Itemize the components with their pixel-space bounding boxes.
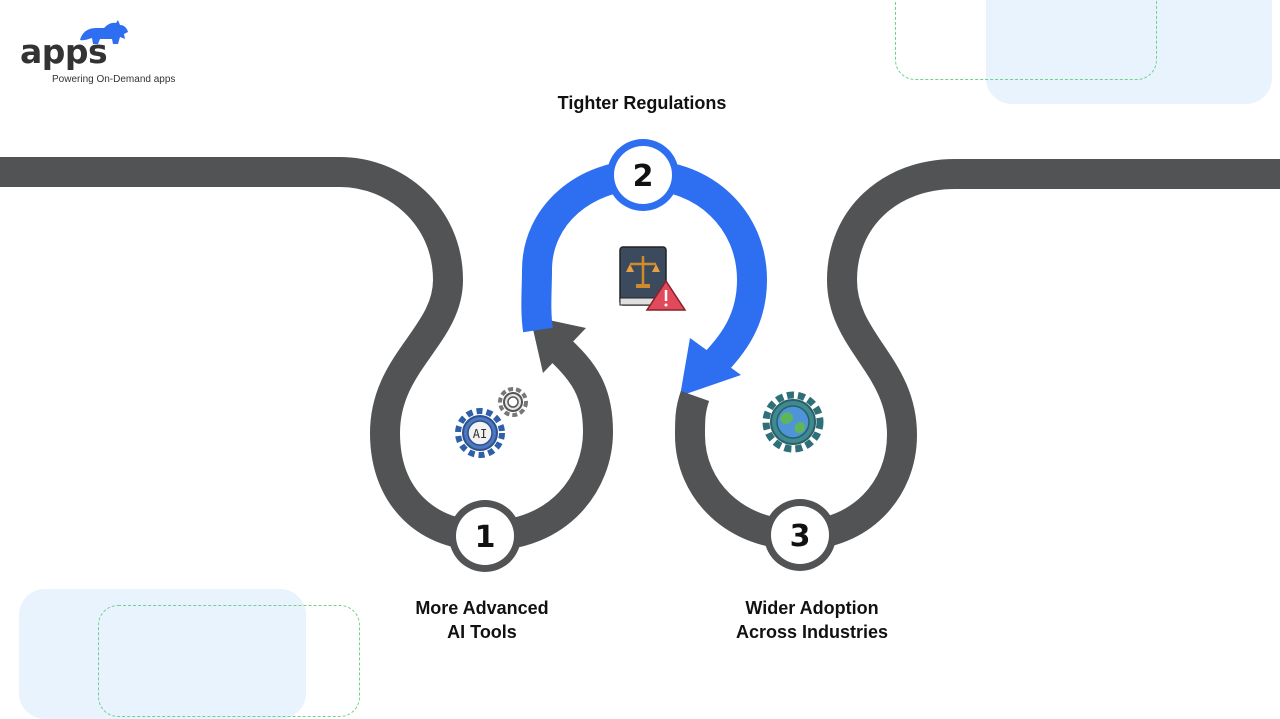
road-step3-loop [674,390,801,550]
brand-tagline: Powering On-Demand apps [52,74,176,85]
brand-logo[interactable]: apps Powering On-Demand apps [20,18,210,88]
step-3-node[interactable]: 3 [764,499,836,571]
ai-gears-icon: AI [455,387,528,458]
globe-gear-icon [762,391,824,453]
road-left-segment [0,157,486,551]
arrowhead-step1 [530,316,586,373]
step-2-node[interactable]: 2 [607,139,679,211]
road-step1-loop [484,333,614,551]
process-road-diagram: 1 2 3 AI [0,139,1280,572]
step-2-number: 2 [633,159,654,194]
decor-dashed-frame-top-right [895,0,1157,80]
svg-text:AI: AI [473,427,487,441]
arrowhead-step2 [680,338,741,396]
law-book-warning-icon [619,246,687,311]
step-1-node[interactable]: 1 [449,500,521,572]
step-2-label: Tighter Regulations [530,91,754,115]
step-3-number: 3 [790,519,811,554]
decor-box-top-right [986,0,1272,104]
step-1-label-line-1: More Advanced [415,598,549,618]
step-2-label-line-1: Tighter Regulations [557,93,727,113]
step-1-number: 1 [475,520,496,555]
road-right-segment [799,159,1280,550]
step-3-label: Wider Adoption Across Industries [700,596,924,644]
step-1-label: More Advanced AI Tools [380,596,584,644]
step-3-label-line-2: Across Industries [735,622,889,642]
step-1-label-line-2: AI Tools [447,622,517,642]
rhino-icon [80,20,128,44]
step-3-label-line-1: Wider Adoption [745,598,879,618]
